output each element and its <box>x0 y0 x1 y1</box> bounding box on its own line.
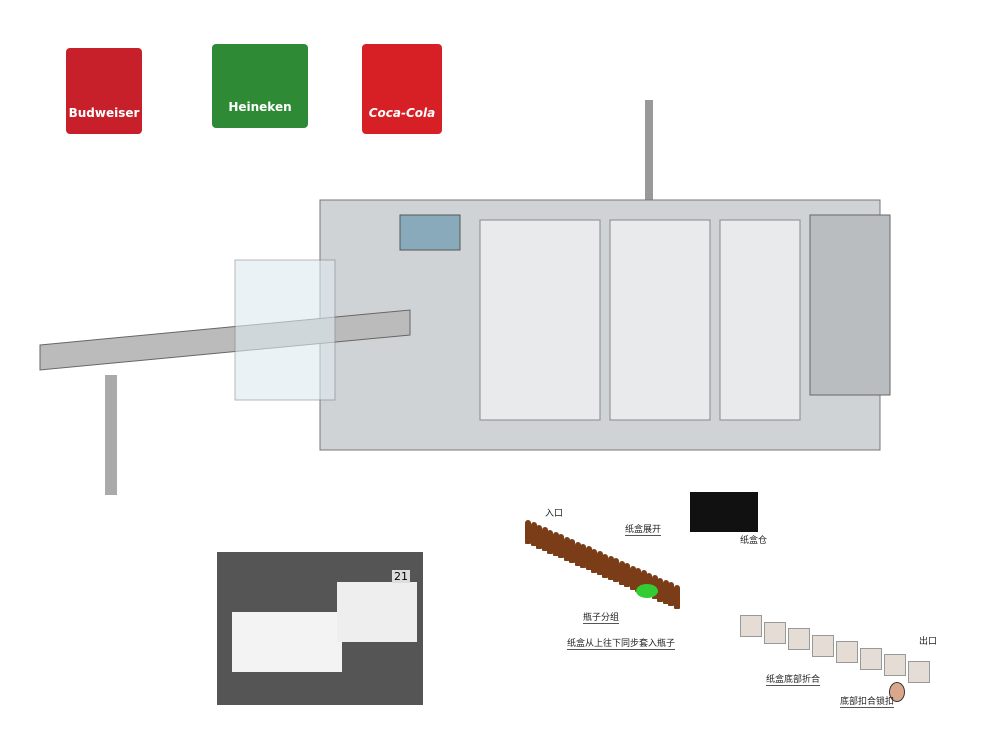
label-carton-unfold: 纸盒展开 <box>625 522 662 536</box>
bottle <box>640 570 647 595</box>
cartoning-machine-illustration <box>39 100 891 495</box>
label-carton-magazine: 纸盒仓 <box>740 536 768 546</box>
bottle <box>629 565 636 590</box>
bottle <box>563 536 570 561</box>
bottle <box>673 584 680 609</box>
carton-photo: 21 <box>217 552 423 705</box>
label-carton-insert: 纸盒从上往下同步套入瓶子 <box>567 636 676 650</box>
label-entry: 入口 <box>545 509 564 519</box>
bottle <box>547 529 553 554</box>
bottom-lock-wheel <box>889 682 905 702</box>
bottle <box>662 580 669 604</box>
bottle <box>574 541 581 566</box>
brand-label: Budweiser <box>68 106 140 120</box>
bottle <box>624 563 630 588</box>
bottle <box>558 534 564 559</box>
bottle <box>585 546 592 571</box>
carton-pack <box>836 641 858 663</box>
label-exit: 出口 <box>919 637 938 647</box>
bottle <box>657 577 663 602</box>
bottle-grouping-star-wheel <box>636 584 658 598</box>
bottle <box>596 551 603 576</box>
bottle <box>569 539 575 564</box>
carton-magazine-block <box>690 492 758 532</box>
carton-pack <box>788 628 810 650</box>
bottle <box>536 524 542 549</box>
bottle <box>530 522 537 547</box>
bottle <box>541 527 548 552</box>
station-number: 21 <box>392 570 410 583</box>
bottle <box>525 520 531 544</box>
bottle <box>552 532 559 556</box>
cocacola-pack: Coca-Cola <box>362 44 442 134</box>
bottle <box>618 560 625 585</box>
bottle <box>607 556 614 580</box>
carton-pack <box>884 654 906 676</box>
bottle <box>591 548 597 573</box>
bottle <box>635 568 641 592</box>
carton-pack <box>740 615 762 637</box>
bottle <box>668 582 674 607</box>
label-bottom-lock: 底部扣合锁扣 <box>840 694 895 708</box>
bottle <box>580 544 586 568</box>
label-bottom-fold: 纸盒底部折合 <box>766 672 821 686</box>
bottle <box>613 558 619 583</box>
brand-label: Coca-Cola <box>368 106 436 120</box>
heineken-pack: Heineken <box>212 44 308 128</box>
budweiser-pack: Budweiser <box>66 48 142 134</box>
bottle <box>602 553 608 578</box>
brand-label: Heineken <box>228 100 292 114</box>
label-bottle-grouping: 瓶子分组 <box>583 610 620 624</box>
carton-pack <box>860 647 882 670</box>
carton-pack <box>812 634 834 657</box>
carton-pack <box>764 621 786 644</box>
carton-pack <box>908 660 930 683</box>
